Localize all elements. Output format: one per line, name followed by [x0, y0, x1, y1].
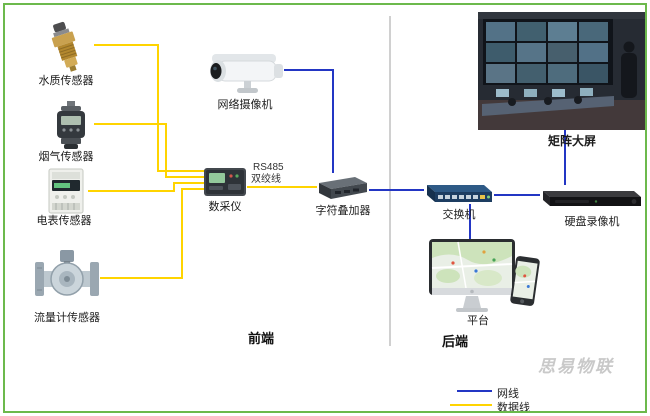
backend-section-label: 后端: [441, 334, 468, 349]
wire-smoke-to-collector: [94, 123, 205, 178]
platform-phone-image: [509, 254, 542, 307]
watermark-text: 思易物联: [538, 357, 614, 376]
platform-monitor-image: [428, 238, 516, 316]
platform-label: 平台: [467, 315, 489, 327]
switch-image: [424, 178, 494, 206]
flow-sensor-label: 流量计传感器: [34, 312, 100, 324]
wire-flow-to-collector: [100, 188, 205, 279]
meter-sensor-image: [44, 168, 88, 214]
smoke-sensor-label: 烟气传感器: [38, 151, 94, 163]
dvr-label: 硬盘录像机: [564, 216, 620, 228]
meter-sensor-label: 电表传感器: [36, 215, 92, 227]
flow-sensor-image: [34, 248, 100, 308]
network-lines: [284, 69, 566, 392]
data-collector-image: [203, 166, 247, 198]
matrix-screen-label: 矩阵大屏: [547, 134, 596, 148]
wire-meter-to-collector: [88, 182, 205, 192]
character-overlay-label: 字符叠加器: [315, 205, 371, 217]
network-camera-label: 网络摄像机: [217, 99, 273, 111]
twisted-pair-annotation: 双绞线: [251, 174, 281, 185]
wire-camera-to-overlay: [284, 69, 334, 173]
water-sensor-label: 水质传感器: [38, 75, 94, 87]
dvr-image: [538, 184, 644, 212]
character-overlay-image: [317, 172, 369, 202]
matrix-screen-image: [478, 12, 646, 130]
water-sensor-image: [38, 20, 94, 74]
data-lines: [88, 44, 492, 406]
frontend-section-label: 前端: [247, 331, 274, 346]
rs485-annotation: RS485: [253, 162, 284, 173]
switch-label: 交换机: [442, 209, 476, 221]
network-camera-image: [204, 52, 286, 98]
wire-water-to-collector: [94, 44, 205, 172]
legend-network-cable-label: 网线: [497, 388, 519, 400]
legend-data-cable-label: 数据线: [497, 402, 530, 414]
smoke-sensor-image: [48, 100, 94, 150]
data-collector-label: 数采仪: [208, 201, 242, 213]
